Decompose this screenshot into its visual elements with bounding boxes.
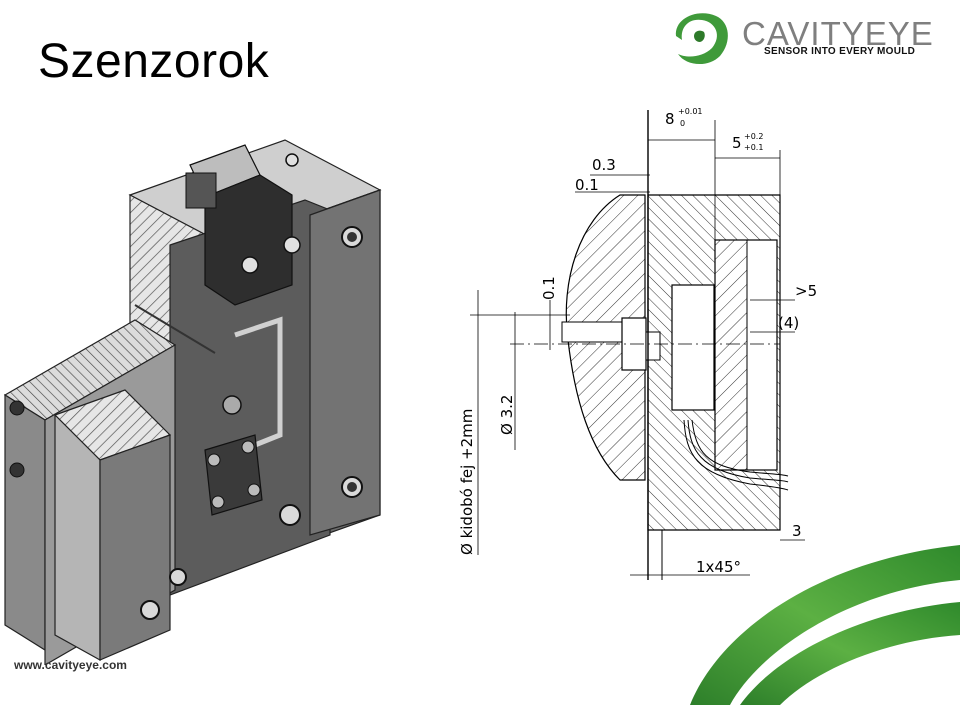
- dim-4: (4): [778, 314, 799, 332]
- slide-title: Szenzorok: [38, 35, 270, 88]
- green-swoosh-decoration: [690, 545, 960, 705]
- dim-diameter-3-2: Ø 3.2: [498, 395, 516, 435]
- dim-chamfer: 1x45°: [696, 558, 741, 576]
- dim-kidobo-fej: Ø kidobó fej +2mm: [458, 409, 476, 555]
- logo-tagline: SENSOR INTO EVERY MOULD: [764, 46, 916, 57]
- dim-5-tol-lower: +0.1: [744, 143, 763, 152]
- sensor-section-drawing: 8 +0.01 0 5 +0.2 +0.1 0.3 0.1 0.1 >5 (4)…: [458, 107, 817, 580]
- dim-0-3: 0.3: [592, 156, 616, 174]
- dim-8-tol-lower: 0: [680, 119, 685, 128]
- dim-5-tol-upper: +0.2: [744, 132, 763, 141]
- mould-assembly-illustration: [3, 139, 382, 665]
- website-url: www.cavityeye.com: [14, 658, 127, 672]
- logo-wordmark: CAVITYEYE: [742, 15, 934, 52]
- dim-8: 8: [665, 110, 675, 128]
- dim-5: 5: [732, 134, 742, 152]
- dim-greater-5: >5: [795, 282, 817, 300]
- dim-0-1-top: 0.1: [575, 176, 599, 194]
- cavityeye-logo-icon: [675, 13, 728, 65]
- dim-3: 3: [792, 522, 802, 540]
- dim-8-tol-upper: +0.01: [678, 107, 703, 116]
- dim-0-1-side: 0.1: [540, 276, 558, 300]
